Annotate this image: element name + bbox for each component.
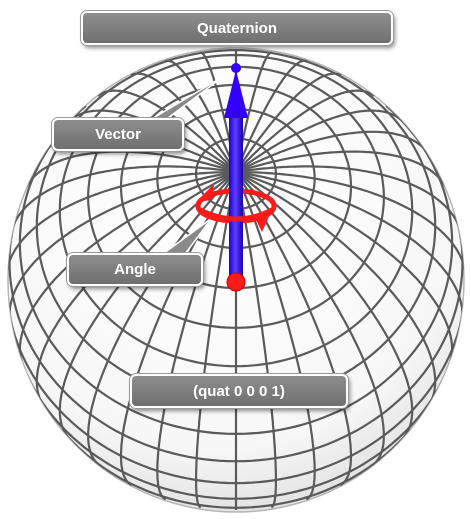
latitude-line [18,104,454,435]
longitude-line [238,173,414,441]
vector-arrow [224,63,248,280]
longitude-line [237,72,342,170]
quat-value-label: (quat 0 0 0 1) [130,374,348,408]
angle-label: Angle [67,253,203,286]
longitude-line [239,170,464,282]
longitude-line [164,59,236,170]
longitude-line [8,170,233,282]
longitude-line [8,165,233,238]
longitude-line [238,172,437,408]
longitude-line [87,174,235,467]
longitude-line [238,109,405,171]
longitude-line [22,150,233,194]
longitude-line [236,59,308,170]
longitude-line [239,150,450,194]
longitude-line [237,89,375,171]
longitude-line [8,171,233,327]
rotation-arrow-front [198,207,274,222]
longitude-line [239,165,464,238]
longitude-line [67,109,234,171]
longitude-line [239,171,464,327]
longitude-line [239,172,454,370]
longitude-line [237,174,385,467]
vector-label: Vector [52,118,184,151]
origin-point [226,272,246,292]
longitude-line [130,72,235,170]
sphere-grid [8,48,464,510]
longitude-line [235,51,272,169]
longitude-line [237,174,353,487]
longitude-line [35,172,234,408]
quaternion-label: Quaternion [81,11,393,45]
longitude-line [58,173,234,441]
latitude-line [69,438,403,509]
longitude-line [97,89,235,171]
longitude-line [238,130,431,172]
